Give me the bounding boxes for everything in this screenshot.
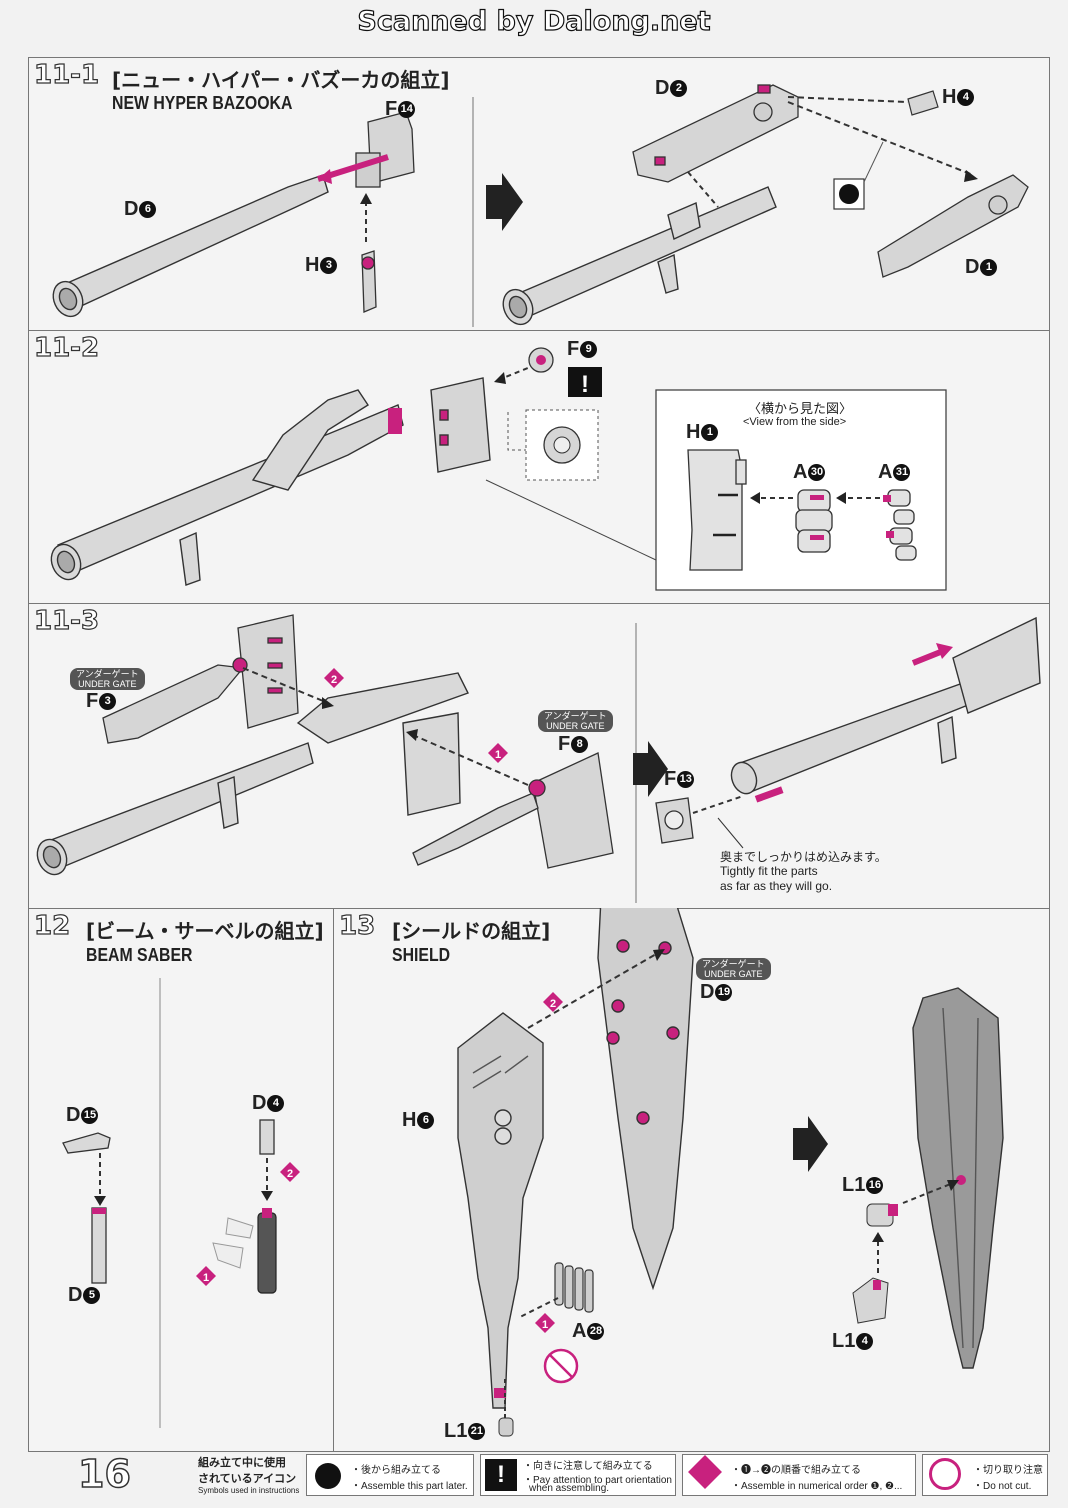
part-f3: [102, 614, 299, 744]
part-h3: [361, 250, 377, 313]
svg-text:!: !: [581, 371, 589, 398]
part-h4: [907, 90, 939, 116]
step-12-number: 12: [33, 910, 71, 941]
part-d2: [632, 84, 799, 183]
step-12-illustration: 2 1: [62, 978, 300, 1428]
legend-order: ・❶→❷の順番で組み立てる ・Assemble in numerical ord…: [682, 1454, 916, 1496]
attention-icon: !: [485, 1459, 517, 1491]
step-11-1-illustration: [52, 84, 1029, 327]
step-13-title-jp: [シールドの組立]: [392, 919, 551, 943]
step-11-3-panel: [28, 603, 1050, 909]
step-12-title-en: BEAM SABER: [86, 945, 193, 965]
bazooka-assembled: [502, 186, 777, 326]
page-number: 16: [77, 1451, 131, 1497]
svg-text:1: 1: [542, 1319, 548, 1331]
bazooka-barrel-d6: [52, 174, 329, 318]
svg-text:2: 2: [331, 674, 337, 686]
svg-text:2: 2: [287, 1168, 293, 1180]
part-d1: [877, 174, 1029, 278]
step-11-2-illustration: !: [50, 347, 947, 591]
magazine-block: [430, 377, 491, 473]
part-f8: [412, 752, 614, 869]
side-view-en: <View from the side>: [743, 416, 847, 428]
step-11-1-title-en: NEW HYPER BAZOOKA: [112, 93, 293, 113]
legend-title-box: 組み立て中に使用 されているアイコン Symbols used in instr…: [198, 1454, 302, 1496]
legend-attention: ! ・向きに注意して組み立てる ・Pay attention to part o…: [480, 1454, 676, 1496]
fit-note-jp: 奥までしっかりはめ込みます。: [720, 850, 887, 864]
part-h6: [457, 1012, 544, 1409]
do-not-cut-icon: [929, 1458, 961, 1490]
step-13-number: 13: [338, 910, 376, 941]
step-11-3-illustration: 2 1: [36, 614, 1041, 903]
step-13-illustration: 2 1: [457, 908, 1004, 1437]
legend-later: ・後から組み立てる ・Assemble this part later.: [306, 1454, 474, 1496]
fit-note-en-2: as far as they will go.: [720, 879, 833, 893]
step-13-title-en: SHIELD: [392, 945, 451, 965]
watermark: Scanned by Dalong.net: [357, 5, 711, 37]
svg-text:1: 1: [495, 749, 501, 761]
order-icon: [688, 1455, 722, 1489]
step-12-panel: [28, 908, 334, 1452]
svg-text:1: 1: [203, 1272, 209, 1284]
step-11-3-number: 11-3: [33, 605, 100, 636]
side-view-jp: 〈横から見た図〉: [748, 401, 853, 416]
legend-do-not-cut: ・切り取り注意 ・Do not cut.: [922, 1454, 1048, 1496]
part-f13: [655, 797, 694, 844]
later-icon: [315, 1463, 341, 1489]
step-11-2-number: 11-2: [33, 332, 100, 363]
part-d19: [597, 908, 694, 1291]
svg-text:2: 2: [550, 998, 556, 1010]
step-12-title-jp: [ビーム・サーベルの組立]: [86, 919, 324, 943]
step-11-1-title-jp: [ニュー・ハイパー・バズーカの組立]: [112, 68, 450, 92]
part-f14: [355, 111, 415, 188]
fit-note-en-1: Tightly fit the parts: [720, 864, 818, 878]
step-11-1-number: 11-1: [33, 59, 100, 90]
